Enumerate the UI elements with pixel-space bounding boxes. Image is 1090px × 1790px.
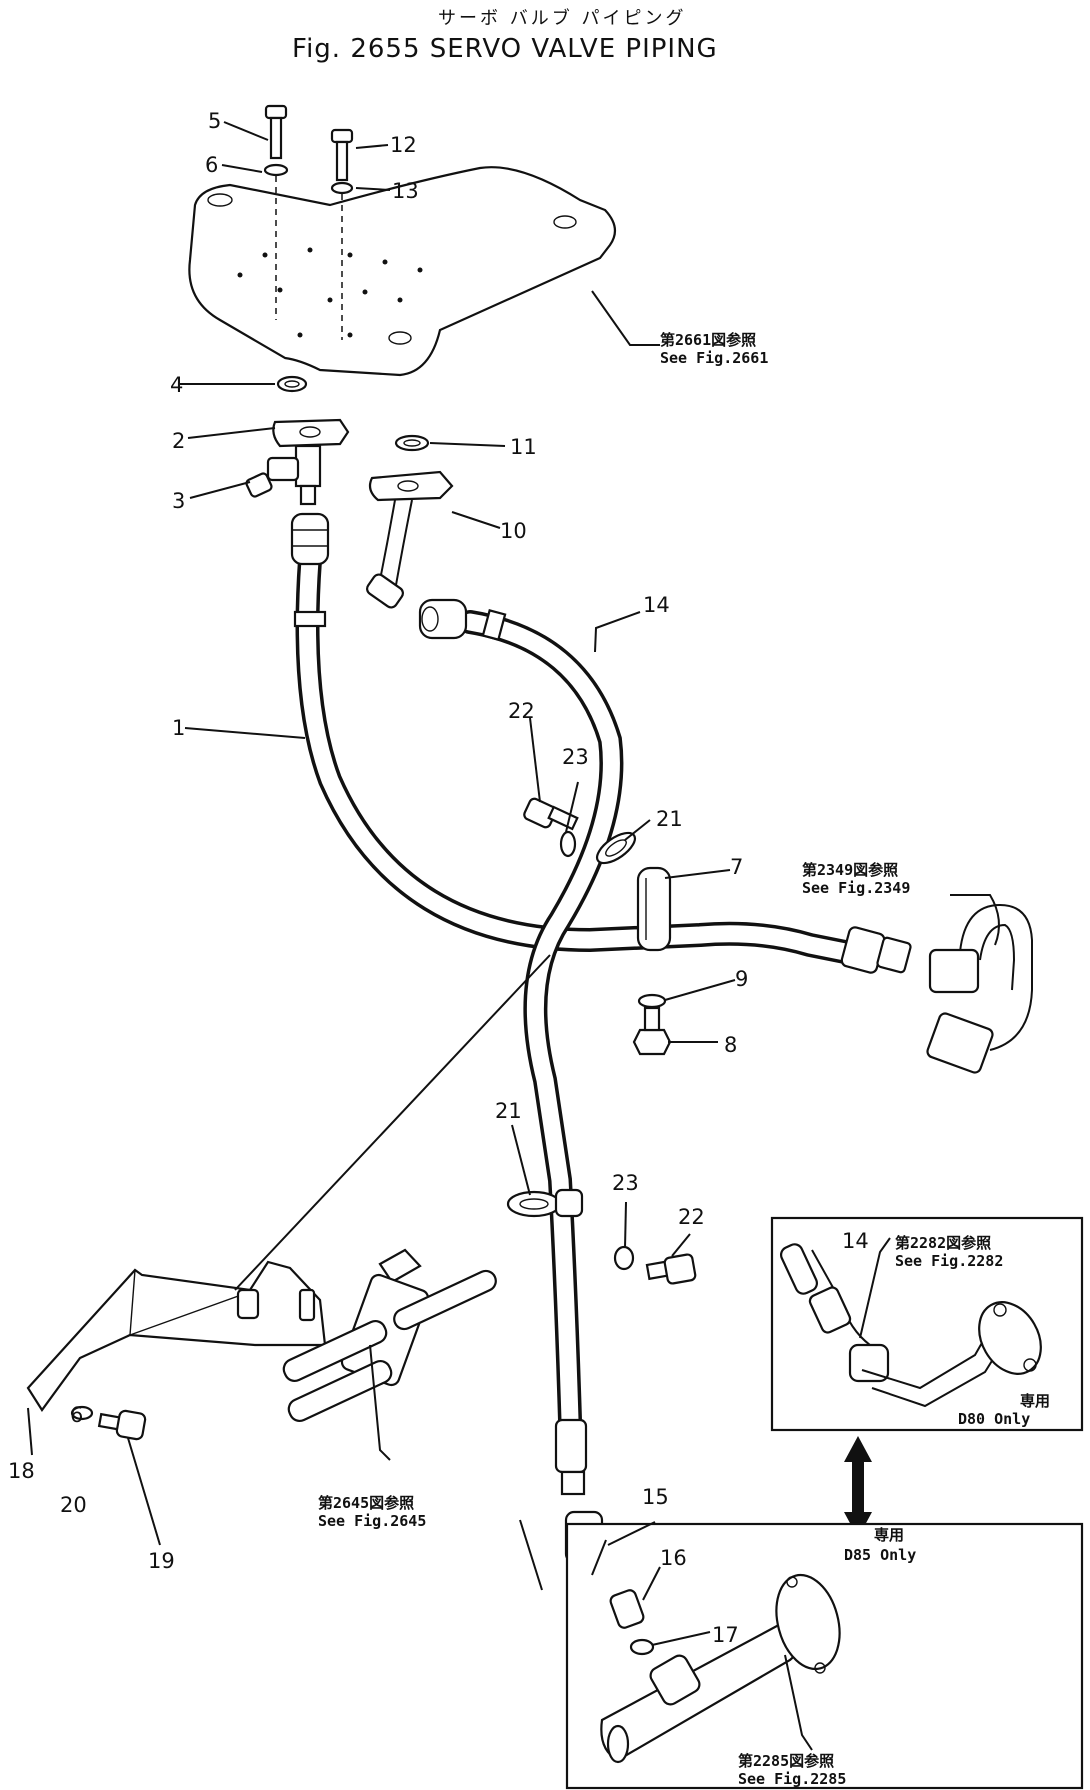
callout-21-lower: 21 bbox=[495, 1099, 522, 1123]
title-japanese: サーボ バルブ パイピング bbox=[438, 7, 686, 29]
title-english: Fig. 2655 SERVO VALVE PIPING bbox=[292, 34, 718, 64]
callout-8: 8 bbox=[724, 1033, 737, 1057]
bolt-5 bbox=[263, 104, 289, 320]
o-ring-11 bbox=[394, 434, 430, 452]
callout-20: 20 bbox=[60, 1493, 87, 1517]
inset-d80-jp: 専用 bbox=[1020, 1392, 1050, 1410]
washer-23-lower bbox=[613, 1245, 635, 1271]
elbow-3 bbox=[245, 456, 300, 498]
callout-19: 19 bbox=[148, 1549, 175, 1573]
inset-d80-en: D80 Only bbox=[958, 1410, 1030, 1428]
callout-14: 14 bbox=[643, 593, 670, 617]
callout-7: 7 bbox=[730, 855, 743, 879]
callout-23-upper: 23 bbox=[562, 745, 589, 769]
bolt-12 bbox=[330, 128, 354, 340]
interchange-arrow bbox=[844, 1436, 872, 1538]
callout-6: 6 bbox=[205, 153, 218, 177]
callout-11: 11 bbox=[510, 435, 537, 459]
clamp-21-lower bbox=[506, 1188, 584, 1218]
inset-d85-en: D85 Only bbox=[844, 1546, 916, 1564]
hose-14 bbox=[418, 598, 624, 1496]
leader-line-bracket bbox=[234, 954, 551, 1291]
valve-body-2645 bbox=[282, 1248, 497, 1423]
bracket-18 bbox=[26, 1260, 327, 1412]
o-ring-4 bbox=[276, 375, 308, 393]
bolt-22-lower bbox=[645, 1253, 697, 1285]
ref-2645-en: See Fig.2645 bbox=[318, 1512, 426, 1530]
ref-2282-en: See Fig.2282 bbox=[895, 1252, 1003, 1270]
flange-2 bbox=[272, 418, 350, 506]
callout-12: 12 bbox=[390, 133, 417, 157]
ref-2282-jp: 第2282図参照 bbox=[895, 1234, 991, 1252]
callout-2: 2 bbox=[172, 429, 185, 453]
ref-2285-jp: 第2285図参照 bbox=[738, 1752, 834, 1770]
ref-2645-jp: 第2645図参照 bbox=[318, 1494, 414, 1512]
inset-d80-label: 専用 D80 Only bbox=[958, 1392, 1050, 1428]
ref-2661-jp: 第2661図参照 bbox=[660, 331, 756, 349]
callout-4: 4 bbox=[170, 373, 183, 397]
callout-3: 3 bbox=[172, 489, 185, 513]
hose-1 bbox=[290, 512, 912, 974]
inset-d85-jp: 専用 bbox=[874, 1526, 904, 1544]
pipe-2285 bbox=[600, 1573, 841, 1764]
washer-6-lower bbox=[70, 1405, 94, 1421]
callout-21-upper: 21 bbox=[656, 807, 683, 831]
callout-5: 5 bbox=[208, 109, 221, 133]
callout-15: 15 bbox=[642, 1485, 669, 1509]
callout-17: 17 bbox=[712, 1623, 739, 1647]
callout-10: 10 bbox=[500, 519, 527, 543]
callout-23-lower: 23 bbox=[612, 1171, 639, 1195]
reference-fig-2285: 第2285図参照 See Fig.2285 bbox=[738, 1752, 846, 1788]
inset-d80 bbox=[770, 1216, 1084, 1432]
callout-22-lower: 22 bbox=[678, 1205, 705, 1229]
clamp-7 bbox=[632, 866, 672, 1056]
bolt-22-upper bbox=[523, 797, 579, 831]
callout-1: 1 bbox=[172, 716, 185, 740]
reference-fig-2282: 第2282図参照 See Fig.2282 bbox=[895, 1234, 1003, 1270]
inset-d85-label: 専用 D85 Only bbox=[844, 1526, 916, 1564]
solenoid-valve bbox=[926, 903, 1033, 1074]
callout-6-lower: 6 bbox=[70, 1403, 83, 1427]
mounting-plate bbox=[188, 166, 617, 377]
reference-fig-2349: 第2349図参照 See Fig.2349 bbox=[802, 861, 910, 897]
o-ring-17 bbox=[629, 1638, 655, 1656]
flange-pipe-10 bbox=[366, 470, 454, 609]
callouts: 5 6 12 13 4 2 3 11 10 14 1 22 23 21 7 9 … bbox=[8, 109, 869, 1647]
reference-fig-2645: 第2645図参照 See Fig.2645 bbox=[318, 1494, 426, 1530]
leader-lines bbox=[27, 121, 1000, 1751]
callout-13: 13 bbox=[392, 179, 419, 203]
ref-2661-en: See Fig.2661 bbox=[660, 349, 768, 367]
fitting-16 bbox=[609, 1589, 645, 1629]
reference-fig-2661: 第2661図参照 See Fig.2661 bbox=[660, 331, 768, 367]
callout-14-inset: 14 bbox=[842, 1229, 869, 1253]
callout-18: 18 bbox=[8, 1459, 35, 1483]
callout-22-upper: 22 bbox=[508, 699, 535, 723]
callout-16: 16 bbox=[660, 1546, 687, 1570]
ref-2349-jp: 第2349図参照 bbox=[802, 861, 898, 879]
washer-23-upper bbox=[559, 830, 577, 858]
ref-2285-en: See Fig.2285 bbox=[738, 1770, 846, 1788]
bolt-19 bbox=[97, 1409, 147, 1441]
ref-2349-en: See Fig.2349 bbox=[802, 879, 910, 897]
callout-9: 9 bbox=[735, 967, 748, 991]
